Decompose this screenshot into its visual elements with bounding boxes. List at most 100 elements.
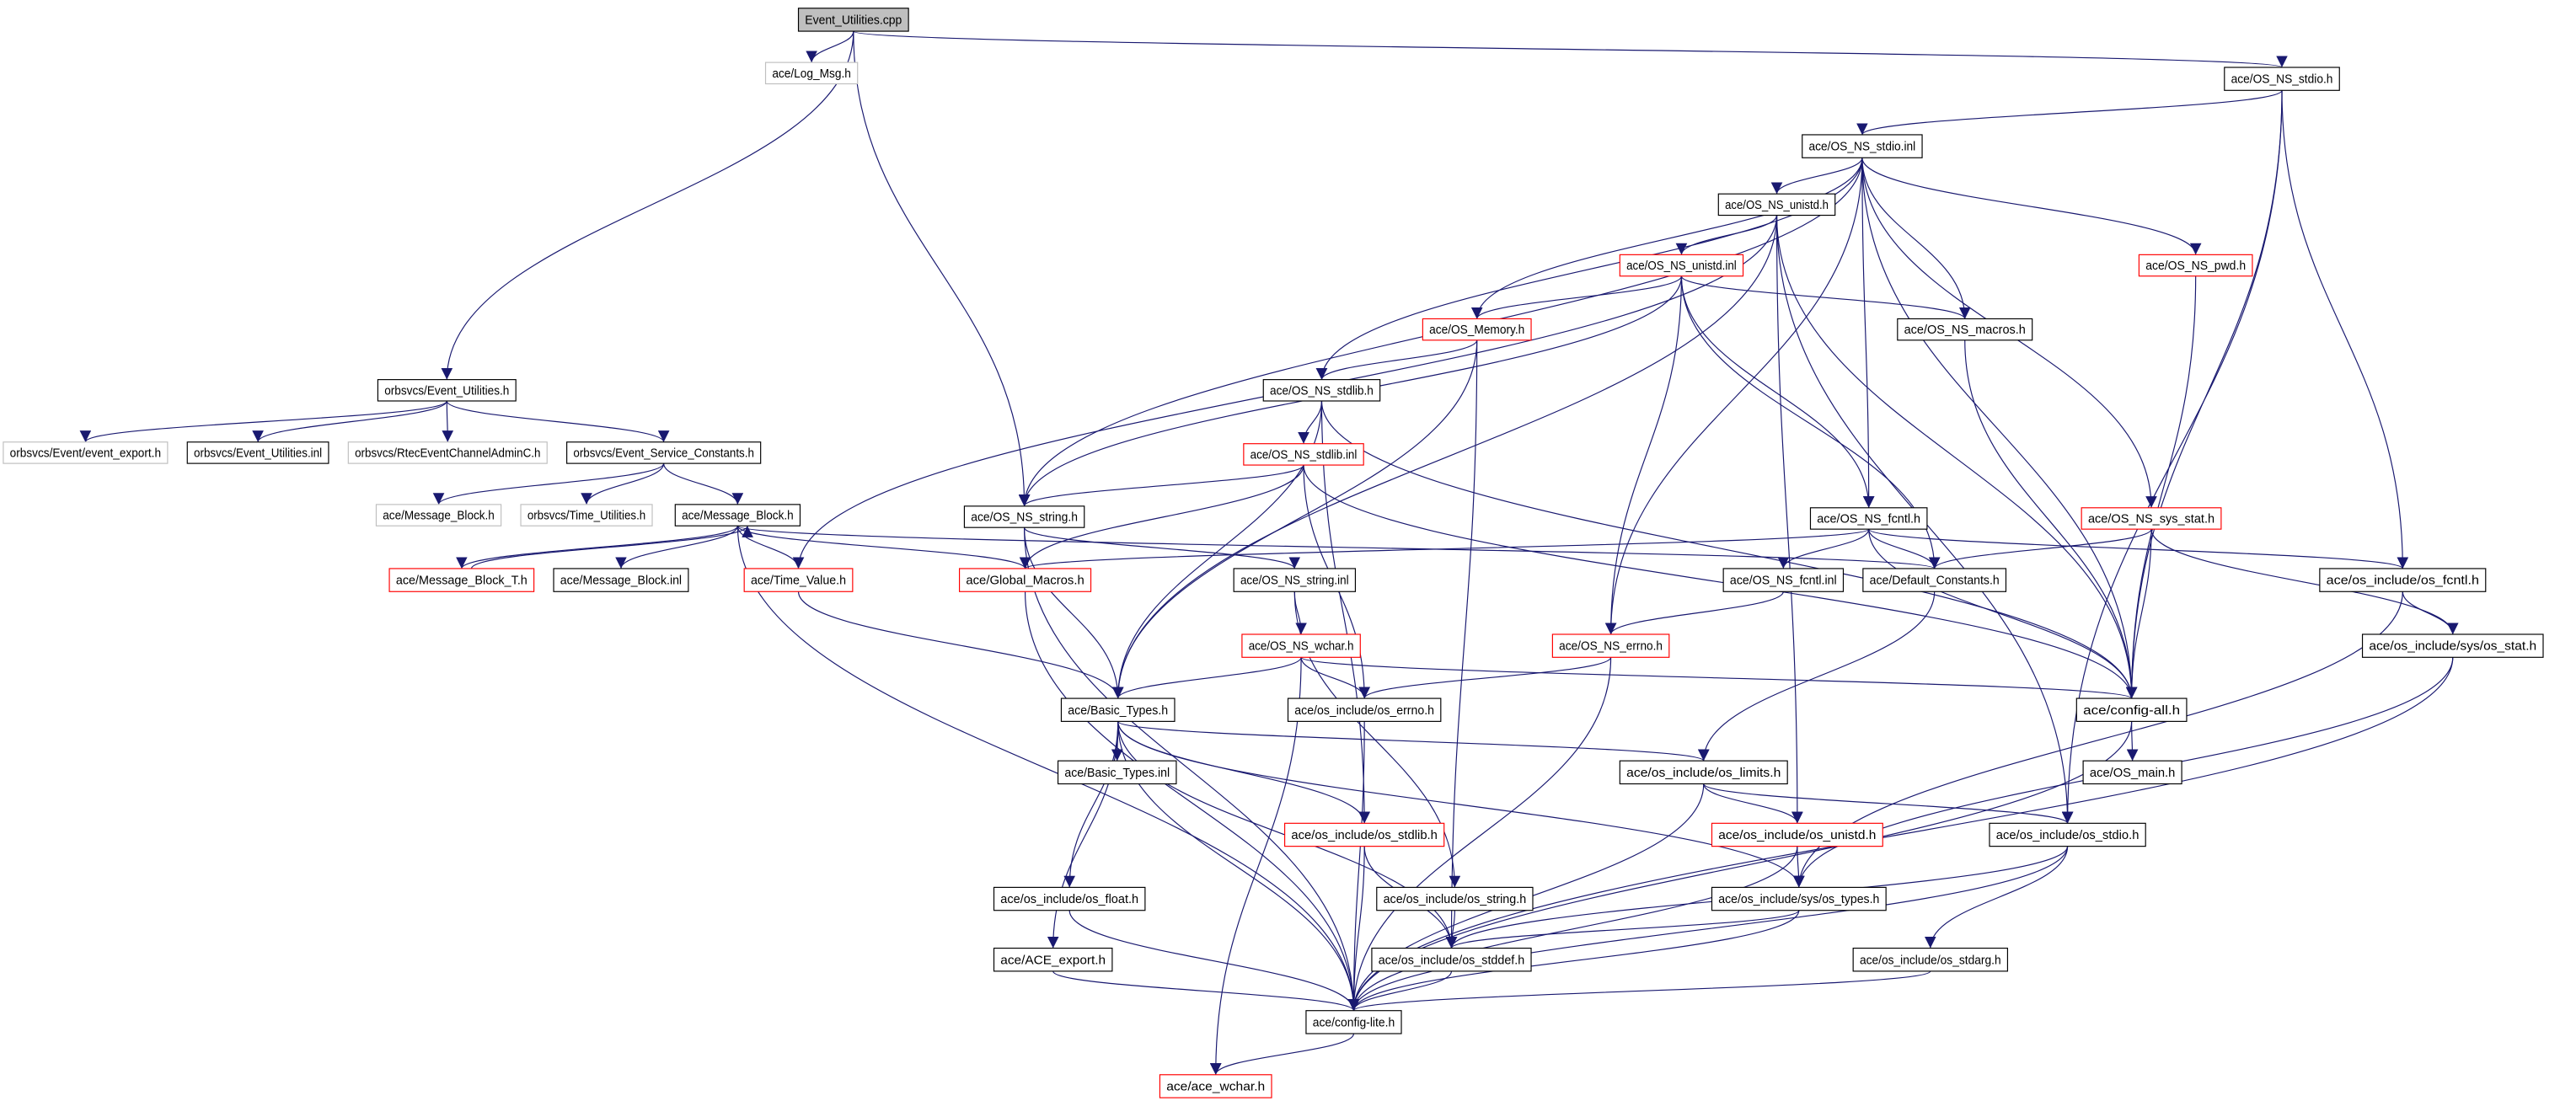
node-box[interactable]	[1711, 822, 1883, 847]
node-ev-export[interactable]: orbsvcs/Event/event_export.h	[3, 441, 169, 464]
node-box[interactable]	[1717, 193, 1836, 216]
node-box[interactable]	[958, 568, 1092, 592]
node-box[interactable]	[566, 441, 762, 464]
node-box[interactable]	[2081, 507, 2222, 530]
node-os-stat[interactable]: ace/os_include/sys/os_stat.h	[2361, 633, 2544, 658]
node-config-lite[interactable]: ace/config-lite.h	[1305, 1010, 1402, 1034]
node-box[interactable]	[1060, 697, 1176, 722]
node-box[interactable]	[2082, 760, 2182, 785]
node-os-stdio[interactable]: ace/os_include/os_stdio.h	[1989, 822, 2146, 847]
node-box[interactable]	[1243, 443, 1364, 466]
node-global-macros[interactable]: ace/Global_Macros.h	[958, 568, 1092, 592]
node-fcntl-h[interactable]: ace/OS_NS_fcntl.h	[1809, 507, 1928, 530]
node-box[interactable]	[2138, 254, 2253, 277]
node-stdio-h[interactable]: ace/OS_NS_stdio.h	[2224, 67, 2340, 91]
node-stdlib-inl[interactable]: ace/OS_NS_stdlib.inl	[1243, 443, 1364, 466]
node-mb-inl[interactable]: ace/Message_Block.inl	[553, 568, 689, 592]
node-default-const[interactable]: ace/Default_Constants.h	[1862, 568, 2007, 592]
node-stdlib-h[interactable]: ace/OS_NS_stdlib.h	[1262, 379, 1381, 402]
node-errno-h[interactable]: ace/OS_NS_errno.h	[1551, 633, 1670, 658]
node-box[interactable]	[1159, 1074, 1272, 1098]
node-mb-t[interactable]: ace/Message_Block_T.h	[388, 568, 535, 592]
node-esc[interactable]: orbsvcs/Event_Service_Constants.h	[566, 441, 762, 464]
node-box[interactable]	[1262, 379, 1381, 402]
node-box[interactable]	[2224, 67, 2340, 91]
node-box[interactable]	[963, 505, 1085, 528]
node-time-util[interactable]: orbsvcs/Time_Utilities.h	[520, 504, 653, 526]
node-os-stdlib[interactable]: ace/os_include/os_stdlib.h	[1284, 822, 1445, 847]
node-os-main[interactable]: ace/OS_main.h	[2082, 760, 2182, 785]
node-ace-wchar[interactable]: ace/ace_wchar.h	[1159, 1074, 1272, 1098]
node-macros[interactable]: ace/OS_NS_macros.h	[1897, 318, 2033, 341]
node-eu-h[interactable]: orbsvcs/Event_Utilities.h	[377, 379, 517, 402]
node-box[interactable]	[1989, 822, 2146, 847]
node-box[interactable]	[1722, 568, 1845, 592]
node-box[interactable]	[347, 441, 548, 464]
node-box[interactable]	[377, 379, 517, 402]
node-box[interactable]	[1862, 568, 2007, 592]
node-box[interactable]	[520, 504, 653, 526]
node-mb[interactable]: ace/Message_Block.h	[674, 504, 801, 526]
node-os-unistd[interactable]: ace/os_include/os_unistd.h	[1711, 822, 1883, 847]
node-time-value[interactable]: ace/Time_Value.h	[743, 568, 854, 592]
node-box[interactable]	[1233, 568, 1357, 592]
node-box[interactable]	[1852, 947, 2009, 972]
node-box[interactable]	[1619, 254, 1744, 277]
node-logmsg[interactable]: ace/Log_Msg.h	[764, 61, 859, 85]
node-box[interactable]	[1897, 318, 2033, 341]
node-box[interactable]	[1809, 507, 1928, 530]
node-box[interactable]	[1551, 633, 1670, 658]
node-box[interactable]	[1711, 886, 1887, 911]
node-box[interactable]	[743, 568, 854, 592]
node-box[interactable]	[1422, 318, 1532, 341]
node-eu-inl[interactable]: orbsvcs/Event_Utilities.inl	[186, 441, 329, 464]
node-os-errno[interactable]: ace/os_include/os_errno.h	[1287, 697, 1442, 722]
node-box[interactable]	[553, 568, 689, 592]
node-os-stddef[interactable]: ace/os_include/os_stddef.h	[1371, 947, 1532, 972]
node-fcntl-inl[interactable]: ace/OS_NS_fcntl.inl	[1722, 568, 1845, 592]
node-box[interactable]	[1376, 886, 1534, 911]
node-box[interactable]	[1619, 760, 1788, 785]
node-box[interactable]	[674, 504, 801, 526]
node-box[interactable]	[993, 947, 1113, 972]
node-ace-export[interactable]: ace/ACE_export.h	[993, 947, 1113, 972]
node-box[interactable]	[2075, 697, 2188, 722]
node-os-types[interactable]: ace/os_include/sys/os_types.h	[1711, 886, 1887, 911]
node-mb-gray[interactable]: ace/Message_Block.h	[375, 504, 502, 526]
node-box[interactable]	[388, 568, 535, 592]
node-box[interactable]	[1802, 134, 1923, 158]
node-box[interactable]	[764, 61, 859, 85]
node-box[interactable]	[1287, 697, 1442, 722]
node-box[interactable]	[375, 504, 502, 526]
node-os-float[interactable]: ace/os_include/os_float.h	[993, 886, 1146, 911]
node-box[interactable]	[797, 8, 909, 32]
node-string-inl[interactable]: ace/OS_NS_string.inl	[1233, 568, 1357, 592]
node-config-all[interactable]: ace/config-all.h	[2075, 697, 2188, 722]
node-basic-types-inl[interactable]: ace/Basic_Types.inl	[1057, 760, 1177, 785]
node-box[interactable]	[1284, 822, 1445, 847]
node-memory[interactable]: ace/OS_Memory.h	[1422, 318, 1532, 341]
node-box[interactable]	[186, 441, 329, 464]
node-cpp[interactable]: Event_Utilities.cpp	[797, 8, 909, 32]
node-basic-types[interactable]: ace/Basic_Types.h	[1060, 697, 1176, 722]
node-box[interactable]	[1305, 1010, 1402, 1034]
node-box[interactable]	[3, 441, 169, 464]
node-os-string[interactable]: ace/os_include/os_string.h	[1376, 886, 1534, 911]
node-box[interactable]	[1057, 760, 1177, 785]
node-unistd-inl[interactable]: ace/OS_NS_unistd.inl	[1619, 254, 1744, 277]
node-box[interactable]	[1371, 947, 1532, 972]
node-sys-stat[interactable]: ace/OS_NS_sys_stat.h	[2081, 507, 2222, 530]
node-os-fcntl[interactable]: ace/os_include/os_fcntl.h	[2319, 568, 2487, 592]
node-wchar-h[interactable]: ace/OS_NS_wchar.h	[1241, 633, 1361, 658]
node-box[interactable]	[2361, 633, 2544, 658]
node-os-limits[interactable]: ace/os_include/os_limits.h	[1619, 760, 1788, 785]
node-unistd-h[interactable]: ace/OS_NS_unistd.h	[1717, 193, 1836, 216]
node-pwd[interactable]: ace/OS_NS_pwd.h	[2138, 254, 2253, 277]
node-stdio-inl[interactable]: ace/OS_NS_stdio.inl	[1802, 134, 1923, 158]
node-os-stdarg[interactable]: ace/os_include/os_stdarg.h	[1852, 947, 2009, 972]
node-box[interactable]	[993, 886, 1146, 911]
node-box[interactable]	[1241, 633, 1361, 658]
node-box[interactable]	[2319, 568, 2487, 592]
node-rtec[interactable]: orbsvcs/RtecEventChannelAdminC.h	[347, 441, 548, 464]
node-string-h[interactable]: ace/OS_NS_string.h	[963, 505, 1085, 528]
